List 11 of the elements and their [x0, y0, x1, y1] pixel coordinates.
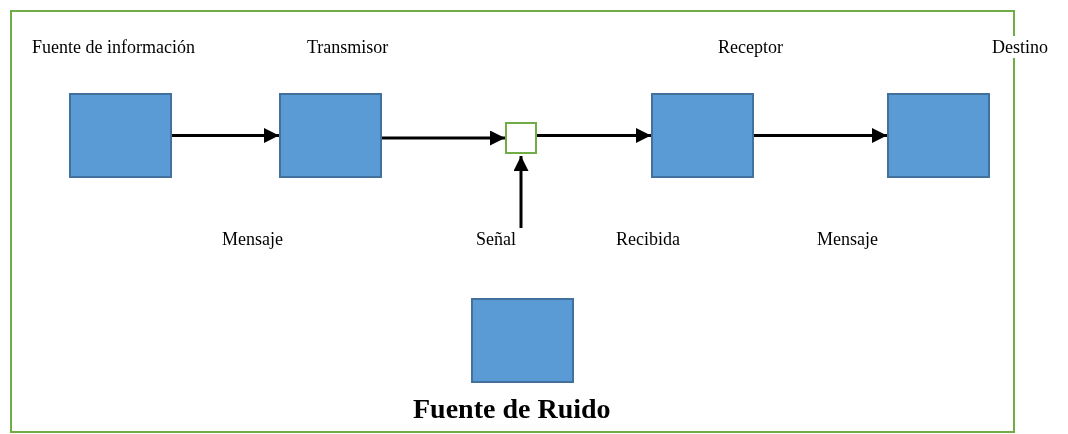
arrow	[754, 128, 887, 143]
arrow	[382, 130, 505, 146]
flow-label: Recibida	[616, 228, 680, 250]
arrow	[172, 128, 279, 143]
flow-label: Mensaje	[817, 228, 878, 250]
arrow	[513, 156, 529, 228]
flow-label: Mensaje	[222, 228, 283, 250]
signal-label: Señal	[476, 228, 516, 250]
node-heading: Destino	[992, 36, 1048, 58]
arrow	[537, 128, 651, 143]
signal-square	[505, 122, 537, 154]
